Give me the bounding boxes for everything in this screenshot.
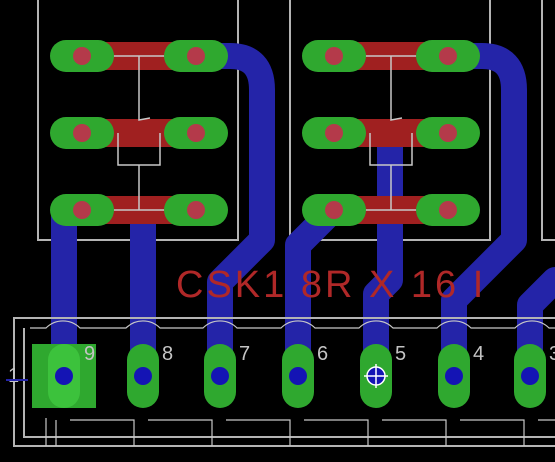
header-pads — [32, 344, 546, 408]
switch-outline-right — [541, 0, 555, 241]
pin-label-5: 5 — [395, 343, 406, 365]
pin-label-7: 7 — [239, 343, 250, 365]
switch-pads-middle — [302, 40, 480, 226]
pin-label-6: 6 — [317, 343, 328, 365]
header-outline — [13, 317, 555, 447]
pin-label-9: 9 — [84, 343, 95, 365]
pin-one-marker: 1 — [8, 365, 19, 387]
crosshair-cursor-icon — [364, 364, 388, 388]
pin-label-8: 8 — [162, 343, 173, 365]
pin-label-4: 4 — [473, 343, 484, 365]
switch-pads-left — [50, 40, 228, 226]
part-label: CSK1 8R X 16 I — [176, 264, 486, 306]
pin-label-3: 3 — [549, 343, 555, 365]
